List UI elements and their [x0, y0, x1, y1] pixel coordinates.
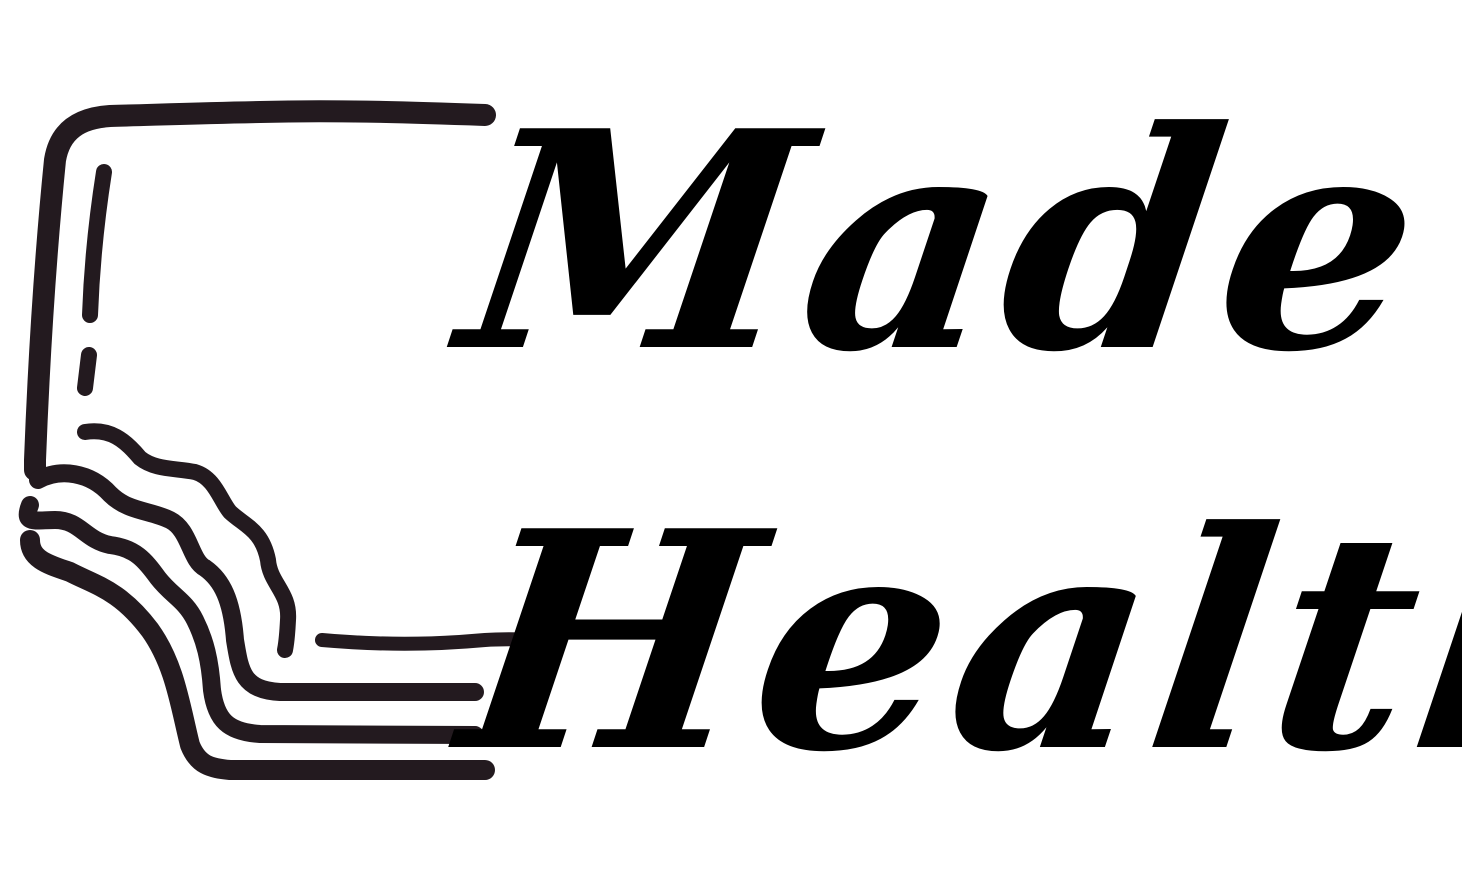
diaper-fold-middle	[29, 464, 484, 701]
brand-line-2: Healthy	[445, 465, 1462, 818]
brand-line-1: Made 'em	[445, 65, 1462, 418]
diaper-outline	[24, 100, 496, 481]
diaper-fold-outer	[18, 496, 484, 744]
diaper-stitch-upper	[82, 164, 112, 323]
diaper-stitch-lower	[77, 347, 97, 396]
diaper-base	[20, 530, 495, 780]
diaper-tab	[315, 632, 555, 651]
diaper-fold-inner	[77, 423, 297, 658]
